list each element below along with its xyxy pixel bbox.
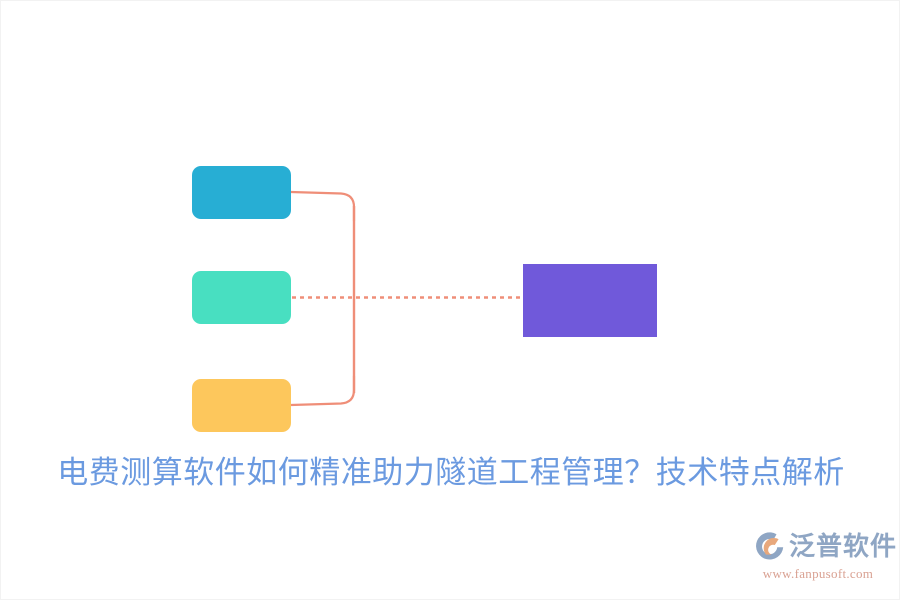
logo-ring-shape — [756, 532, 784, 560]
connector-layer — [289, 190, 523, 407]
node-purple[interactable] — [523, 264, 657, 337]
node-blue[interactable] — [192, 166, 291, 219]
node-teal[interactable] — [192, 271, 291, 324]
flow-diagram — [1, 1, 899, 441]
page-title: 电费测算软件如何精准助力隧道工程管理？技术特点解析 — [57, 455, 845, 490]
logo-accent-shape — [763, 537, 779, 555]
fanpu-logo-icon — [756, 532, 784, 560]
node-amber[interactable] — [192, 379, 291, 432]
connector-amber-to-trunk — [289, 374, 356, 407]
connector-blue-to-trunk — [289, 190, 356, 223]
brand-url: www.fanpusoft.com — [762, 566, 874, 581]
brand-logo-row: 泛普软件 — [753, 529, 896, 565]
brand-name: 泛普软件 — [789, 532, 898, 561]
brand-logo[interactable]: 泛普软件 www.fanpusoft.com — [753, 529, 896, 587]
